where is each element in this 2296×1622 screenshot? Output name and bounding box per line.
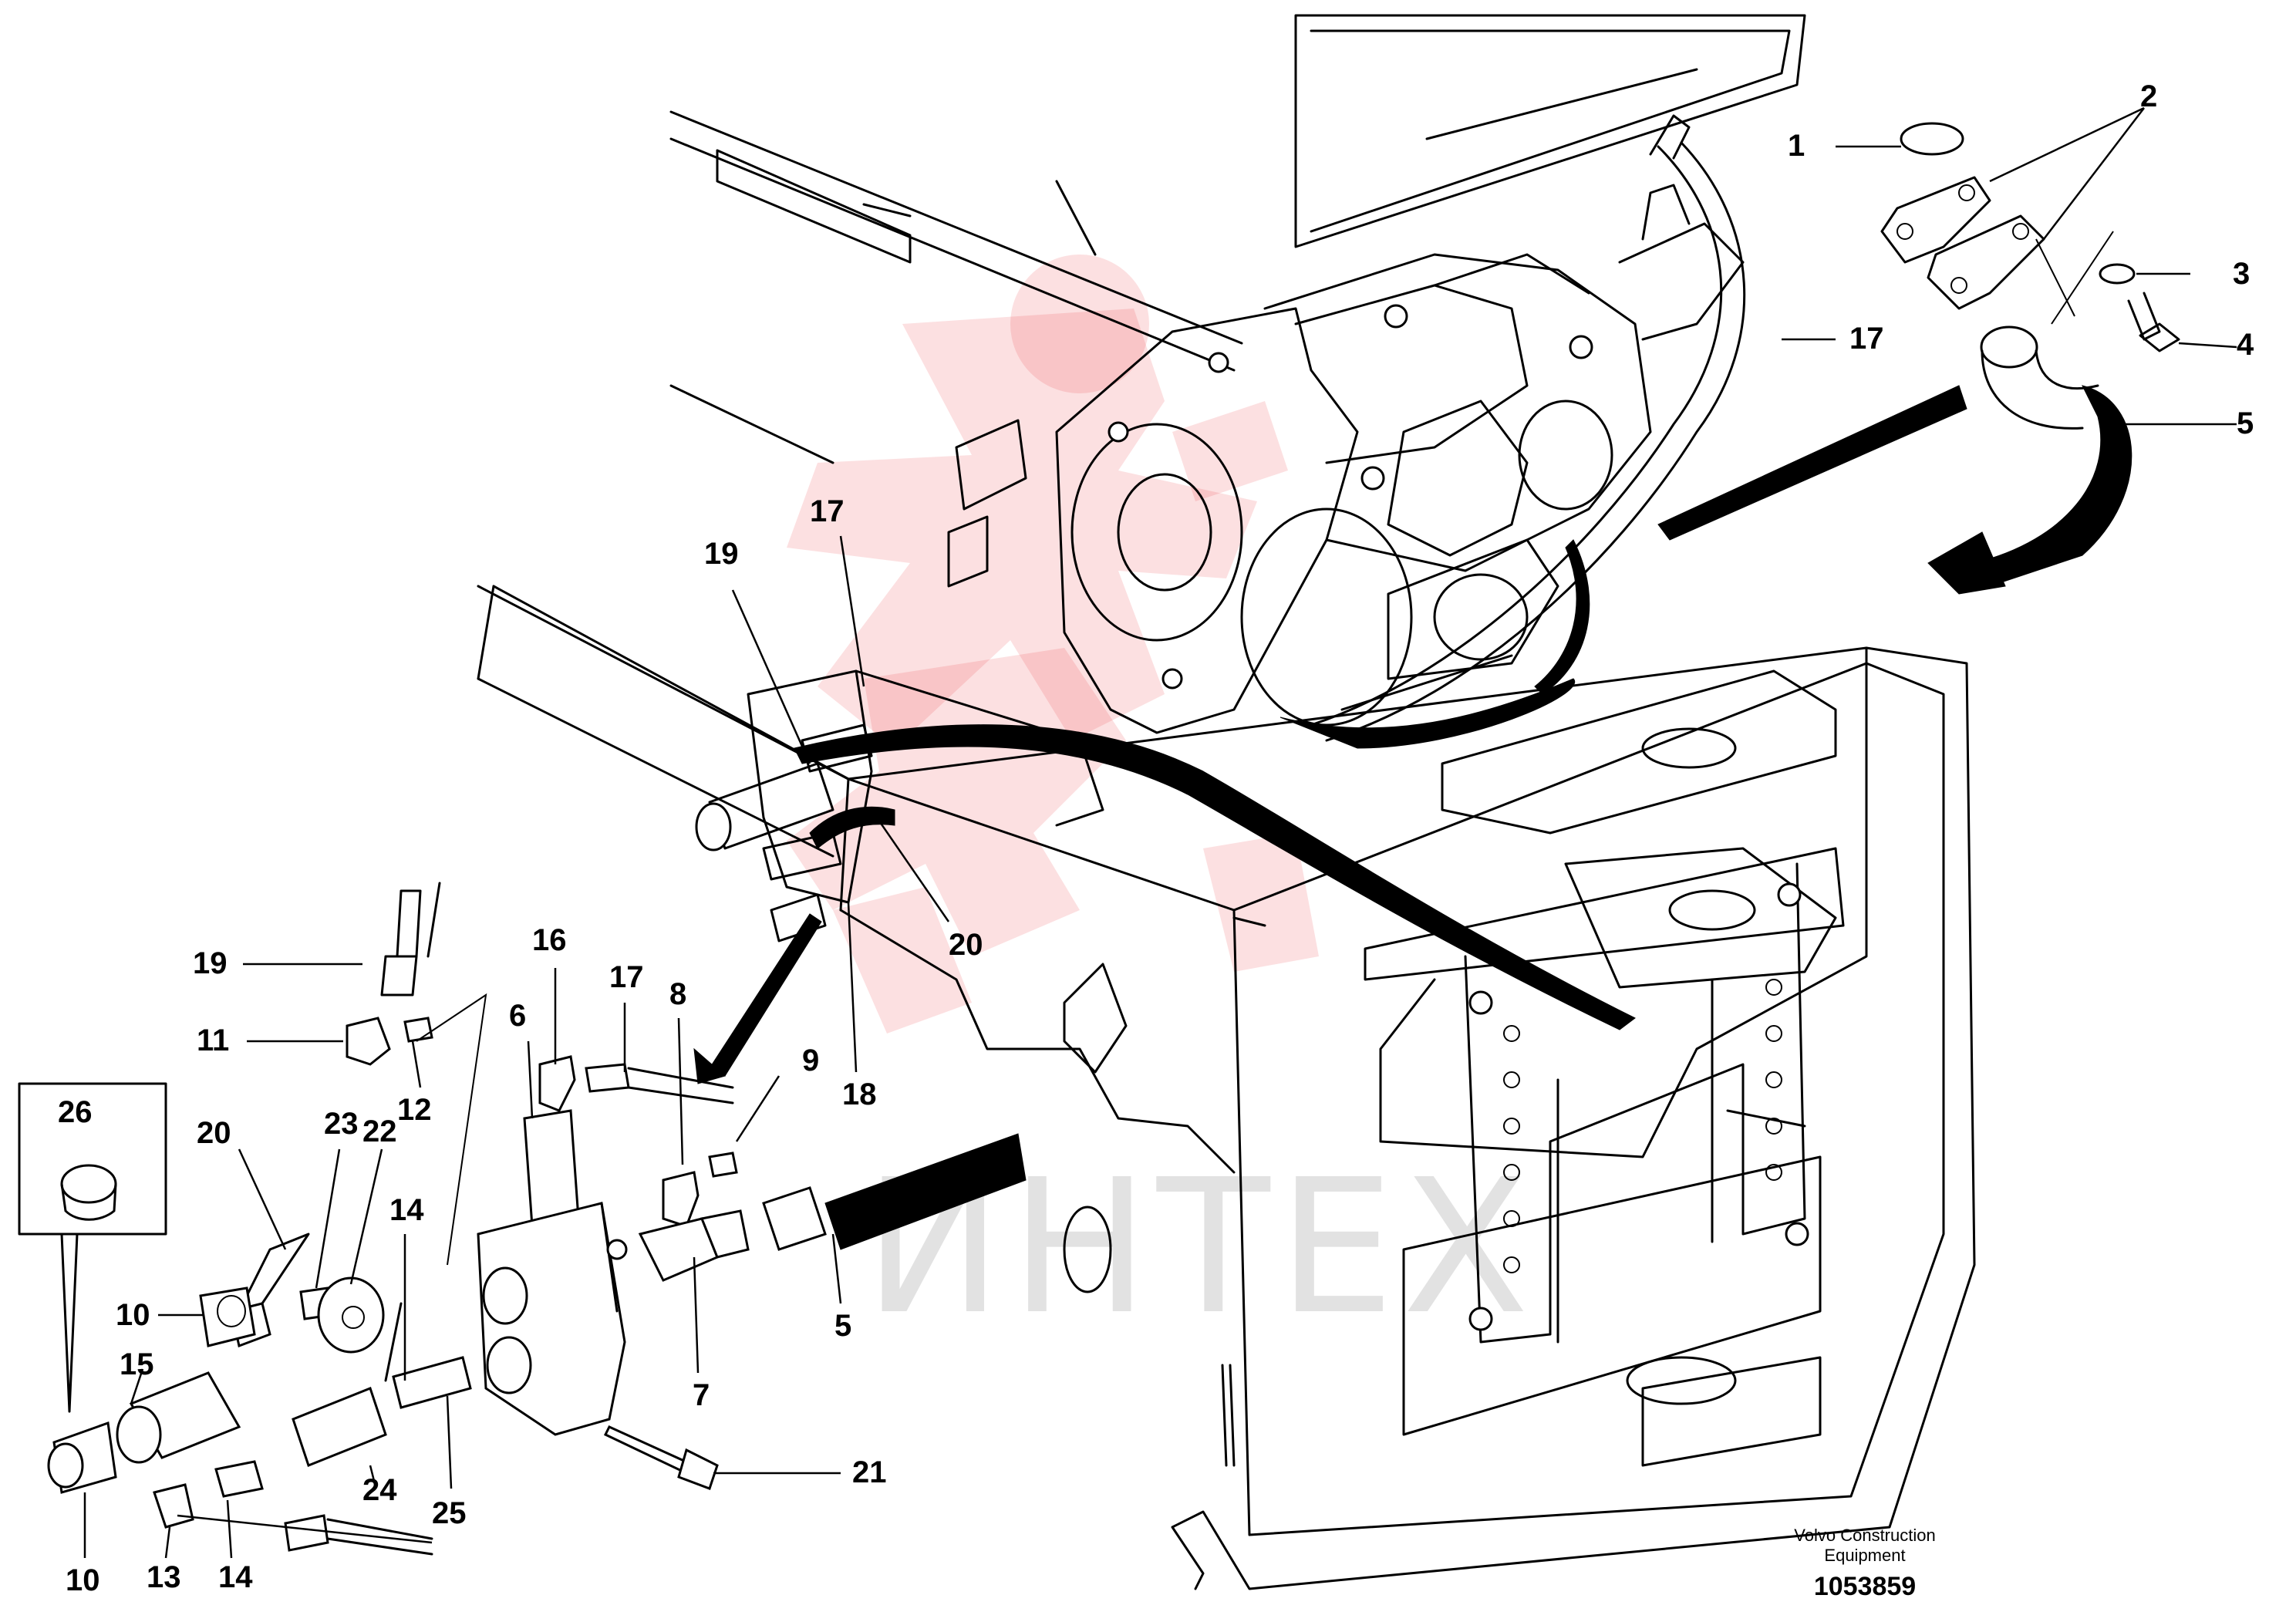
callout-15: 15 bbox=[120, 1347, 154, 1381]
black-hoses bbox=[794, 539, 1636, 1030]
part-21-bolt bbox=[603, 1425, 719, 1490]
callout-labels: 1 2 3 4 5 17 17 19 20 18 19 11 12 16 17 … bbox=[58, 79, 2254, 1597]
leader-lines bbox=[83, 106, 2237, 1559]
callout-18: 18 bbox=[842, 1077, 877, 1111]
pump-assembly bbox=[947, 184, 1745, 734]
callout-7: 7 bbox=[693, 1378, 710, 1412]
company-name-line2: Equipment bbox=[1824, 1546, 1905, 1565]
part-14-lower-adapter bbox=[214, 1460, 264, 1498]
pointer-arrows bbox=[693, 385, 2006, 1084]
callout-20-left: 20 bbox=[197, 1116, 231, 1150]
hose-17-top bbox=[1310, 114, 1746, 742]
upper-rail bbox=[669, 110, 1243, 464]
part-26-inset bbox=[18, 1082, 167, 1413]
part-13-elbow bbox=[153, 1483, 194, 1529]
hose-bottom bbox=[284, 1514, 433, 1556]
part-7-tee bbox=[638, 1209, 750, 1282]
callout-3: 3 bbox=[2233, 257, 2250, 291]
callout-17-low: 17 bbox=[609, 960, 644, 994]
main-frame bbox=[477, 585, 1976, 1590]
callout-9: 9 bbox=[802, 1044, 819, 1077]
callout-20-mid: 20 bbox=[949, 928, 983, 962]
callout-2: 2 bbox=[2140, 79, 2157, 113]
control-box bbox=[1294, 14, 1806, 248]
callout-17-mid: 17 bbox=[810, 494, 845, 528]
mounting-plate bbox=[1364, 669, 1845, 1467]
part-3-washer bbox=[2099, 263, 2136, 285]
part-25-adapter bbox=[392, 1356, 472, 1409]
callout-14-lower: 14 bbox=[218, 1560, 253, 1594]
callout-17-top: 17 bbox=[1849, 322, 1884, 356]
part-10-upper-nut bbox=[199, 1286, 256, 1347]
part-15-tee bbox=[116, 1371, 241, 1464]
company-name-line1: Volvo Construction bbox=[1794, 1526, 1935, 1545]
callout-25: 25 bbox=[432, 1496, 467, 1530]
watermark-logo bbox=[787, 255, 1319, 1034]
callout-8: 8 bbox=[669, 977, 686, 1011]
callout-10-upper: 10 bbox=[116, 1298, 150, 1332]
part-2-split-flange bbox=[1880, 176, 2045, 310]
part-14-upper-adapter bbox=[384, 1302, 403, 1382]
part-19-hose-end bbox=[380, 882, 441, 996]
callout-13: 13 bbox=[147, 1560, 181, 1594]
callout-21: 21 bbox=[852, 1455, 887, 1489]
callout-19-left: 19 bbox=[193, 946, 228, 980]
callout-5-top: 5 bbox=[2237, 406, 2254, 440]
part-12-adapter bbox=[403, 1017, 433, 1043]
callout-19-mid: 19 bbox=[704, 537, 739, 571]
callout-14-upper: 14 bbox=[389, 1193, 424, 1227]
part-24-coupling bbox=[292, 1387, 387, 1467]
part-11-elbow bbox=[346, 1017, 391, 1066]
guide-line-1 bbox=[416, 993, 487, 1266]
callout-12: 12 bbox=[397, 1093, 432, 1127]
part-6-control-valve bbox=[477, 1109, 628, 1436]
callout-16: 16 bbox=[532, 923, 567, 957]
drawing-number: 1053859 bbox=[1814, 1572, 1916, 1601]
callout-4: 4 bbox=[2237, 328, 2254, 362]
part-9-adapter bbox=[708, 1152, 738, 1178]
callout-11: 11 bbox=[197, 1023, 229, 1057]
part-5-hose-fitting bbox=[1974, 325, 2132, 587]
callout-23: 23 bbox=[324, 1107, 359, 1141]
part-5-hose-low bbox=[762, 1133, 1027, 1251]
callout-5-low: 5 bbox=[834, 1309, 851, 1343]
callout-22: 22 bbox=[362, 1114, 397, 1148]
assembly-guide-lines bbox=[2035, 231, 2114, 325]
callout-6: 6 bbox=[509, 999, 526, 1033]
callout-10-lower: 10 bbox=[66, 1563, 100, 1597]
part-8-elbow bbox=[662, 1171, 700, 1228]
part-10-lower-nut bbox=[47, 1421, 117, 1494]
part-16-elbow bbox=[538, 1055, 576, 1112]
part-1-o-ring bbox=[1900, 122, 1964, 156]
part-4-bolt bbox=[2127, 292, 2180, 352]
title-block: Volvo Construction Equipment 1053859 bbox=[1794, 1526, 1935, 1601]
part-22-washer bbox=[317, 1276, 385, 1354]
callout-24: 24 bbox=[362, 1473, 397, 1507]
callout-26: 26 bbox=[58, 1095, 93, 1129]
callout-1: 1 bbox=[1788, 129, 1805, 163]
